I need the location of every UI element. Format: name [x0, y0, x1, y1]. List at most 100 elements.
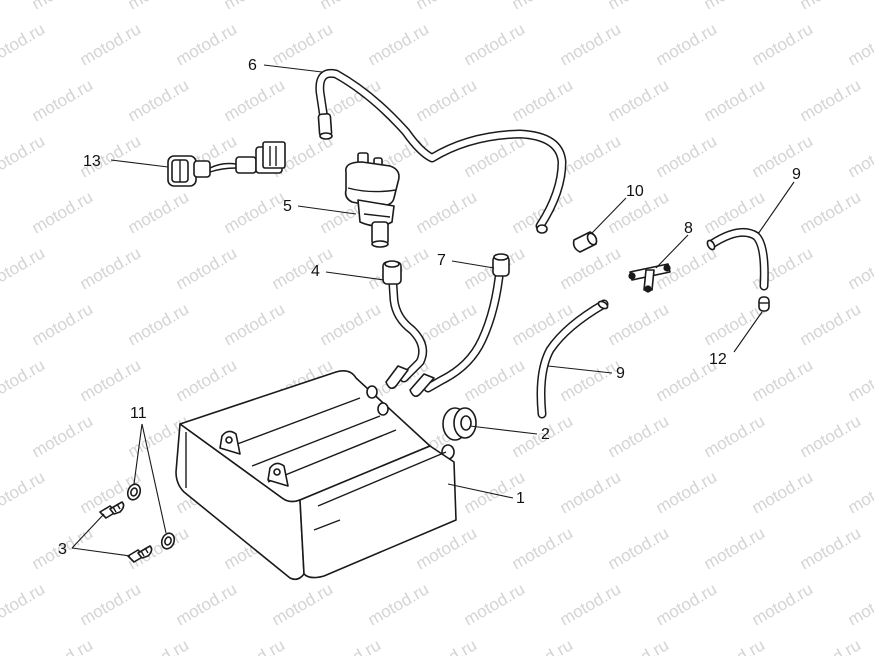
- watermark-text: motod.ru: [701, 75, 769, 125]
- watermark-text: motod.ru: [701, 523, 769, 573]
- hose-9-upper: [706, 227, 769, 291]
- watermark-text: motod.ru: [749, 579, 817, 629]
- watermark-text: motod.ru: [269, 243, 337, 293]
- watermark-text: motod.ru: [173, 19, 241, 69]
- watermark-text: motod.ru: [29, 0, 97, 13]
- watermark-text: motod.ru: [557, 131, 625, 181]
- watermark-text: motod.ru: [605, 523, 673, 573]
- callout-9-lower: 9: [616, 365, 625, 382]
- watermark-text: motod.ru: [701, 411, 769, 461]
- watermark-text: motod.ru: [845, 243, 874, 293]
- watermark-text: motod.ru: [749, 355, 817, 405]
- watermark-text: motod.ru: [0, 243, 48, 293]
- callout-2: 2: [541, 426, 550, 443]
- leader-8: [655, 234, 689, 269]
- watermark-text: motod.ru: [29, 411, 97, 461]
- leader-3b: [71, 547, 131, 557]
- watermark-text: motod.ru: [413, 187, 481, 237]
- watermark-text: motod.ru: [797, 75, 865, 125]
- hose-4: [382, 260, 428, 390]
- watermark-text: motod.ru: [557, 19, 625, 69]
- callout-3: 3: [58, 541, 67, 558]
- watermark-text: motod.ru: [797, 635, 865, 656]
- watermark-text: motod.ru: [749, 467, 817, 517]
- sleeve-10: [572, 231, 598, 253]
- watermark-text: motod.ru: [0, 579, 48, 629]
- callout-4: 4: [311, 263, 320, 280]
- grommet-2: [442, 407, 477, 441]
- callout-9-upper: 9: [792, 166, 801, 183]
- watermark-text: motod.ru: [125, 187, 193, 237]
- canister-1: [175, 370, 457, 581]
- watermark-text: motod.ru: [317, 635, 385, 656]
- watermark-text: motod.ru: [701, 635, 769, 656]
- watermark-text: motod.ru: [797, 411, 865, 461]
- leader-12: [733, 311, 763, 353]
- watermark-text: motod.ru: [557, 467, 625, 517]
- watermark-text: motod.ru: [605, 411, 673, 461]
- watermark-text: motod.ru: [269, 19, 337, 69]
- watermark-text: motod.ru: [413, 635, 481, 656]
- callout-12: 12: [709, 351, 727, 368]
- watermark-text: motod.ru: [509, 299, 577, 349]
- callout-7: 7: [437, 252, 446, 269]
- t-connector-8: [628, 263, 671, 293]
- watermark-text: motod.ru: [221, 635, 289, 656]
- watermark-text: motod.ru: [461, 579, 529, 629]
- watermark-text: motod.ru: [845, 467, 874, 517]
- leader-6: [263, 64, 323, 73]
- watermark-text: motod.ru: [29, 187, 97, 237]
- watermark-text: motod.ru: [653, 19, 721, 69]
- leader-5: [297, 205, 357, 215]
- callout-5: 5: [283, 198, 292, 215]
- hose-7: [409, 253, 510, 398]
- watermark-text: motod.ru: [173, 355, 241, 405]
- watermark-text: motod.ru: [221, 75, 289, 125]
- watermark-text: motod.ru: [77, 579, 145, 629]
- callout-10: 10: [626, 183, 644, 200]
- watermark-text: motod.ru: [125, 0, 193, 13]
- watermark-text: motod.ru: [509, 523, 577, 573]
- watermark-text: motod.ru: [29, 299, 97, 349]
- leader-3a: [71, 513, 105, 549]
- watermark-text: motod.ru: [0, 355, 48, 405]
- watermark-text: motod.ru: [653, 467, 721, 517]
- watermark-text: motod.ru: [605, 0, 673, 13]
- watermark-text: motod.ru: [701, 299, 769, 349]
- watermark-text: motod.ru: [605, 299, 673, 349]
- watermark-text: motod.ru: [413, 0, 481, 13]
- watermark-text: motod.ru: [557, 579, 625, 629]
- leader-lines: [71, 64, 795, 557]
- hose-9-lower: [536, 299, 609, 419]
- watermark-text: motod.ru: [845, 579, 874, 629]
- watermark-text: motod.ru: [797, 0, 865, 13]
- leader-9a: [757, 181, 795, 235]
- leader-10: [591, 197, 627, 234]
- watermark-text: motod.ru: [125, 635, 193, 656]
- callout-labels: 6 13 5 4 7 10 8 9 12 9 2 1 11 3: [58, 57, 801, 558]
- watermark-text: motod.ru: [221, 0, 289, 13]
- bolt-3-upper: [99, 501, 125, 519]
- watermark-text: motod.ru: [0, 19, 48, 69]
- connector-13: [167, 141, 286, 187]
- watermark-text: motod.ru: [365, 19, 433, 69]
- watermark-text: motod.ru: [29, 75, 97, 125]
- leader-11b: [141, 423, 167, 534]
- watermark-text: motod.ru: [125, 523, 193, 573]
- leader-11a: [133, 423, 143, 485]
- watermark-text: motod.ru: [77, 355, 145, 405]
- washer-11-upper: [126, 483, 142, 501]
- watermark-text: motod.ru: [125, 75, 193, 125]
- watermark-text: motod.ru: [269, 579, 337, 629]
- watermark-text: motod.ru: [845, 19, 874, 69]
- watermark-text: motod.ru: [0, 131, 48, 181]
- valve-5: [344, 152, 400, 248]
- watermark-text: motod.ru: [797, 299, 865, 349]
- watermark-text: motod.ru: [653, 579, 721, 629]
- watermark-text: motod.ru: [557, 355, 625, 405]
- watermark-text: motod.ru: [317, 0, 385, 13]
- watermark-text: motod.ru: [749, 131, 817, 181]
- watermark-text: motod.ru: [173, 579, 241, 629]
